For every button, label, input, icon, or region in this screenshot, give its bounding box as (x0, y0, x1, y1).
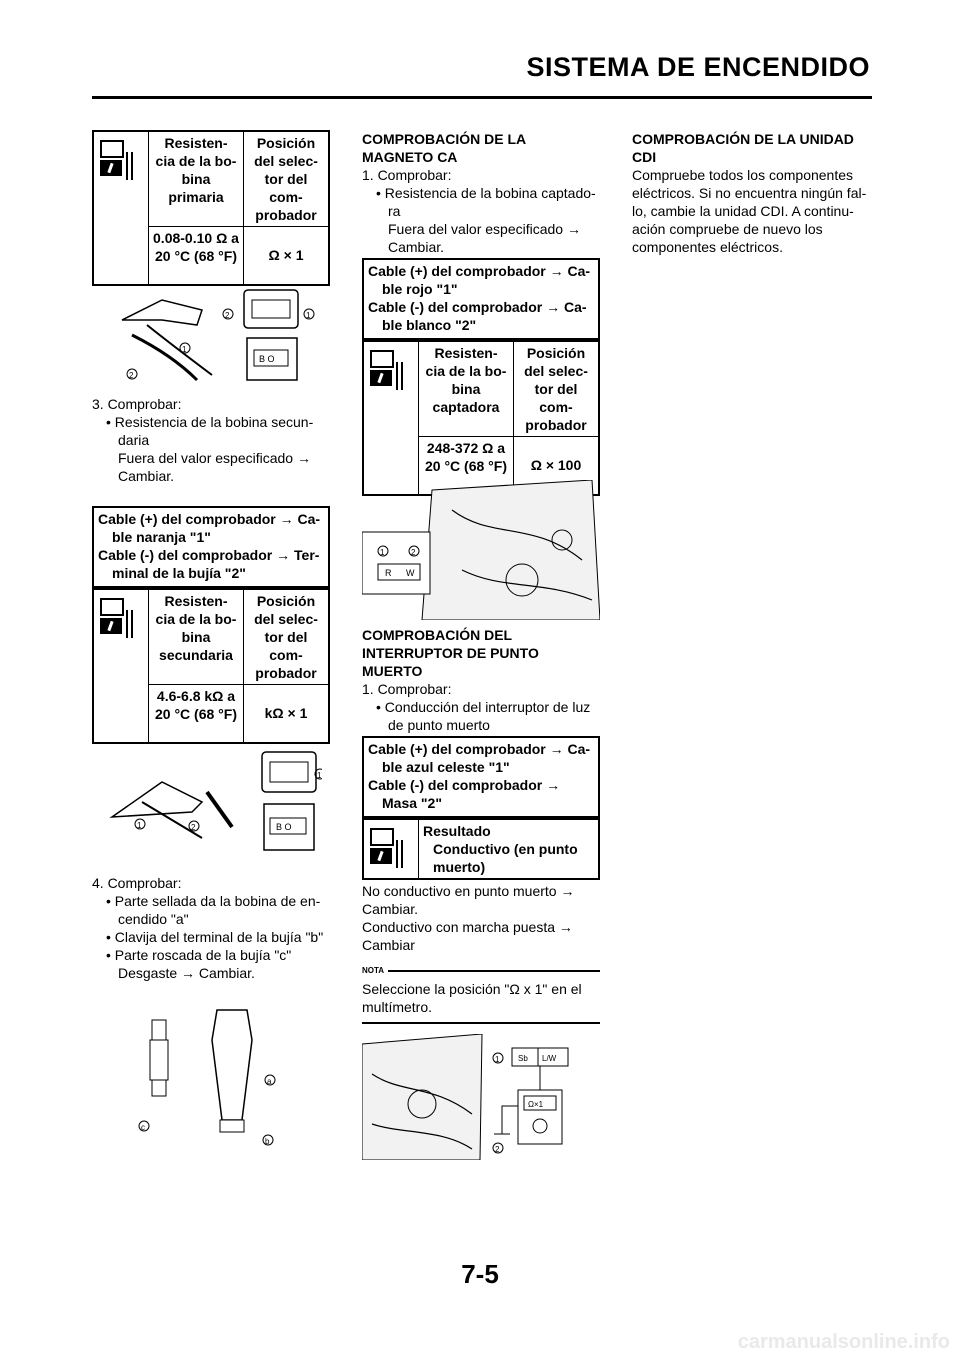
step-4-title: 4. Comprobar: (92, 875, 182, 891)
callout-1b: 1 (306, 311, 311, 320)
magneto-step: 1. Comprobar: (362, 167, 452, 183)
page-number: 7-5 (461, 1259, 499, 1289)
callout-1: 1 (495, 1055, 500, 1064)
callout-2: 2 (411, 548, 416, 557)
multimeter-icon (93, 131, 149, 285)
table-cell-resistance: 0.08-0.10 Ω a 20 °C (68 °F) (148, 226, 244, 285)
wire-label-lw: L/W (542, 1054, 557, 1063)
table-header-resistance: Resisten- cia de la bo- bina secundaria (148, 589, 244, 685)
callout-2: 2 (495, 1145, 500, 1154)
wire-label-sb: Sb (518, 1054, 528, 1063)
section-heading-magneto: COMPROBACIÓN DE LA MAGNETO CA (362, 131, 526, 165)
right-column: COMPROBACIÓN DE LA UNIDAD CDI Compruebe … (632, 130, 872, 256)
neutral-switch-figure: 1 Sb L/W Ω×1 2 (362, 1034, 569, 1160)
step-4-bullet-3: • Parte roscada de la bujía "c" (106, 947, 292, 963)
tester-box-secondary: Cable (+) del comprobador → Ca- ble nara… (92, 506, 330, 588)
table-cell-selector: kΩ × 1 (243, 684, 329, 743)
result-value: Conductivo (en punto muerto) (433, 841, 578, 875)
callout-1b: 1 (317, 771, 322, 780)
nota-label: NOTA (362, 966, 385, 975)
result-header: Resultado (423, 823, 491, 839)
cdi-text: Compruebe todos los componentes eléctric… (632, 167, 867, 255)
table-header-selector: Posición del selec- tor del com- probado… (243, 589, 329, 685)
section-heading-cdi: COMPROBACIÓN DE LA UNIDAD CDI (632, 131, 854, 165)
coil-connector-figure: 1 2 2 1 B O (121, 289, 315, 382)
connector-label: B O (276, 822, 292, 832)
after-line-3: Conductivo con marcha puesta → (362, 919, 573, 935)
step-3-bullet: • Resistencia de la bobina secun- daria (106, 414, 314, 448)
callout-1: 1 (137, 821, 142, 830)
box-line-2: Cable (-) del comprobador → Masa "2" (368, 777, 561, 811)
table-cell-selector: Ω × 1 (243, 226, 329, 285)
multimeter-icon (93, 589, 149, 743)
step-4-line: Desgaste → Cambiar. (118, 965, 255, 981)
table-header-selector: Posición del selec- tor del com- probado… (243, 131, 329, 227)
after-line-2: Cambiar. (362, 901, 419, 917)
step-4-bullet-1: • Parte sellada da la bobina de en- cend… (106, 893, 321, 927)
neutral-bullet: • Conducción del interruptor de luz de p… (376, 699, 591, 733)
after-line-4: Cambiar (362, 937, 415, 953)
box-line-2: Cable (-) del comprobador → Ter- minal d… (98, 547, 320, 581)
magneto-figure: 1 2 R W (362, 480, 600, 620)
nota-text: Seleccione la posición "Ω x 1" en el mul… (362, 981, 582, 1015)
box-line-1: Cable (+) del comprobador → Ca- ble azul… (368, 741, 591, 775)
box-line-2: Cable (-) del comprobador → Ca- ble blan… (368, 299, 587, 333)
meter-dial-label: Ω×1 (528, 1100, 544, 1109)
table-header-selector: Posición del selec- tor del com- probado… (513, 341, 599, 437)
callout-1: 1 (380, 548, 385, 557)
table-cell-resistance: 248-372 Ω a 20 °C (68 °F) (418, 436, 514, 495)
callout-2: 2 (191, 823, 196, 832)
result-table: Resultado Conductivo (en punto muerto) (362, 818, 600, 880)
spec-table-pickup: Resisten- cia de la bo- bina captadora P… (362, 340, 600, 496)
after-line-1: No conductivo en punto muerto → (362, 883, 575, 899)
step-3-title: 3. Comprobar: (92, 396, 182, 412)
page-title: SISTEMA DE ENCENDIDO (526, 52, 870, 82)
table-header-resistance: Resisten- cia de la bo- bina primaria (148, 131, 244, 227)
nota-block: NOTA Seleccione la posición "Ω x 1" en e… (362, 962, 600, 1024)
left-column: Resisten- cia de la bo- bina primaria Po… (92, 130, 330, 1146)
callout-2: 2 (129, 371, 134, 380)
wire-label-w: W (406, 568, 415, 578)
callout-1: 1 (182, 345, 187, 354)
step-4-bullet-2: • Clavija del terminal de la bujía "b" (106, 929, 324, 945)
step-3-line2: Cambiar. (118, 468, 175, 484)
callout-2b: 2 (225, 311, 230, 320)
multimeter-icon (363, 341, 419, 495)
header-rule (92, 96, 872, 99)
wire-label-r: R (385, 568, 392, 578)
magneto-line2: Cambiar. (388, 239, 445, 255)
spec-table-secondary: Resisten- cia de la bo- bina secundaria … (92, 588, 330, 744)
middle-column: COMPROBACIÓN DE LA MAGNETO CA 1. Comprob… (362, 130, 600, 1160)
spark-plug-cap-figure: 1 2 1 B O (109, 751, 322, 851)
connector-label: B O (259, 354, 275, 364)
box-line-1: Cable (+) del comprobador → Ca- ble nara… (98, 511, 321, 545)
callout-c: c (141, 1123, 145, 1132)
neutral-step: 1. Comprobar: (362, 681, 452, 697)
multimeter-icon (363, 819, 419, 879)
watermark: carmanualsonline.info (737, 1331, 950, 1353)
step-3-line1: Fuera del valor especificado → (118, 450, 311, 466)
box-line-1: Cable (+) del comprobador → Ca- ble rojo… (368, 263, 591, 297)
callout-a: a (267, 1077, 272, 1086)
magneto-bullet: • Resistencia de la bobina captado- ra (376, 185, 596, 219)
spec-table-primary: Resisten- cia de la bo- bina primaria Po… (92, 130, 330, 286)
tester-box-neutral: Cable (+) del comprobador → Ca- ble azul… (362, 736, 600, 818)
spark-plug-figure: c a b (138, 1009, 276, 1146)
section-heading-neutral: COMPROBACIÓN DEL INTERRUPTOR DE PUNTO MU… (362, 627, 539, 679)
magneto-line1: Fuera del valor especificado → (388, 221, 581, 237)
table-cell-resistance: 4.6-6.8 kΩ a 20 °C (68 °F) (148, 684, 244, 743)
table-header-resistance: Resisten- cia de la bo- bina captadora (418, 341, 514, 437)
tester-box-magneto: Cable (+) del comprobador → Ca- ble rojo… (362, 258, 600, 340)
callout-b: b (265, 1137, 270, 1146)
